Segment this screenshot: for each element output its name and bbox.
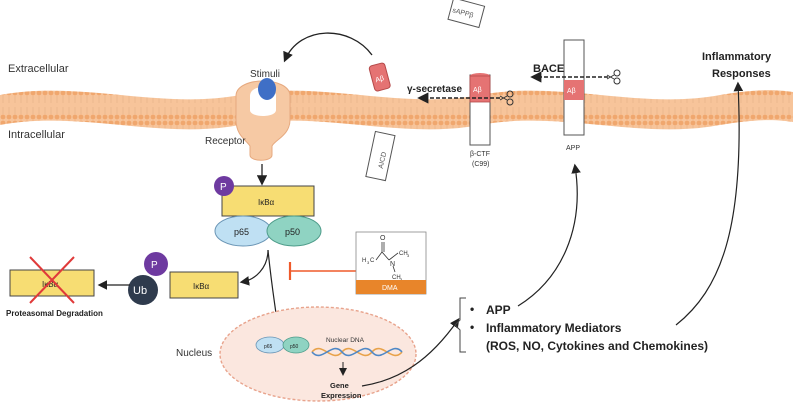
bace-scissors-icon: [606, 69, 621, 85]
app-abeta-label: Aβ: [567, 88, 576, 95]
phospho-label-lower: P: [151, 260, 158, 271]
dma-h3c-c: C: [370, 258, 375, 264]
nucleus-shape: [219, 306, 417, 402]
complex-to-degradation-arrow: [239, 249, 269, 286]
mediator-item-ros: (ROS, NO, Cytokines and Chemokines): [486, 339, 708, 353]
mediator-item-app: APP: [486, 303, 511, 317]
dma-oxygen: O: [380, 235, 386, 242]
mediators-to-app-arrow: [517, 163, 581, 307]
receptor-label: Receptor: [205, 136, 246, 147]
cell-membrane: [0, 90, 793, 130]
gene-label-line2: Expression: [321, 391, 362, 400]
beta-ctf-abeta-label: Aβ: [473, 87, 482, 94]
extracellular-label: Extracellular: [8, 63, 69, 75]
dma-ch3-bottom: CH: [392, 275, 401, 281]
c99-label: (C99): [472, 161, 490, 168]
mediators-to-inflammatory-arrow: [675, 81, 744, 326]
gamma-scissors-icon: [499, 90, 514, 106]
dma-ch3-top: CH: [399, 251, 408, 257]
dma-bar: [356, 280, 426, 294]
dma-h3c: H: [362, 258, 366, 264]
stimuli-molecule: [258, 78, 276, 100]
nuclear-p65-label: p65: [264, 344, 273, 350]
free-abeta-label: Aβ: [375, 75, 385, 84]
ubiquitin-circle: [128, 275, 158, 305]
proteasomal-label: Proteasomal Degradation: [6, 309, 103, 318]
expression-to-mediators-arrow: [361, 318, 460, 387]
dma-nitrogen: N: [390, 261, 395, 268]
mediator-bullet-1: •: [470, 302, 474, 316]
phospho-circle-lower: [144, 252, 168, 276]
stimuli-label: Stimuli: [250, 69, 280, 80]
nuclear-p50-label: p50: [290, 344, 299, 350]
nuclear-p50: [282, 336, 310, 354]
p65-label: p65: [234, 227, 249, 237]
nuclear-dna-label: Nuclear DNA: [326, 337, 365, 344]
app-label: APP: [566, 145, 580, 152]
mediators-brace: [454, 297, 466, 353]
aicd-label: AICD: [378, 151, 388, 169]
free-abeta: Aβ: [368, 62, 391, 92]
beta-ctf-abeta: [469, 75, 491, 103]
aicd-fragment: AICD: [365, 130, 396, 182]
phospho-label-top: P: [220, 182, 227, 193]
mediator-item-inflammatory: Inflammatory Mediators: [486, 321, 622, 335]
ikba-degradation-box: [169, 271, 239, 299]
ikba-box: [221, 185, 315, 217]
intracellular-label: Intracellular: [8, 129, 65, 141]
dma-ch3-top-sub: 3: [407, 253, 410, 258]
inflammatory-label-line1: Inflammatory: [702, 51, 772, 63]
degradation-cross-b: [29, 256, 75, 304]
ikba-degradation-label: IκBα: [193, 282, 210, 291]
ikba-label: IκBα: [258, 198, 275, 207]
ubiquitin-label: Ub: [133, 285, 147, 297]
phospho-circle-top: [214, 176, 234, 196]
nucleus-label: Nucleus: [176, 348, 212, 359]
dma-h3c-sub: 3: [367, 260, 370, 265]
receptor-shape: [235, 80, 291, 161]
p50-label: p50: [285, 227, 300, 237]
abeta-to-stimuli-arrow: [283, 32, 373, 63]
app-abeta-segment: [564, 80, 584, 100]
degraded-ikba-label: IκBα: [42, 280, 59, 289]
p50-subunit: [266, 215, 322, 247]
dma-label: DMA: [382, 285, 398, 292]
sappb-fragment: sAPPβ: [447, 0, 486, 29]
beta-ctf-label: β-CTF: [470, 151, 490, 158]
dma-ch3-bottom-sub: 3: [400, 277, 403, 282]
bace-label: BACE: [533, 63, 564, 75]
degraded-ikba-box: [9, 269, 95, 297]
gene-label-line1: Gene: [330, 381, 349, 390]
gamma-secretase-label: γ-secretase: [407, 84, 462, 95]
mediator-bullet-2: •: [470, 320, 474, 334]
dna-strand-b: [311, 347, 403, 357]
inflammatory-label-line2: Responses: [712, 68, 771, 80]
